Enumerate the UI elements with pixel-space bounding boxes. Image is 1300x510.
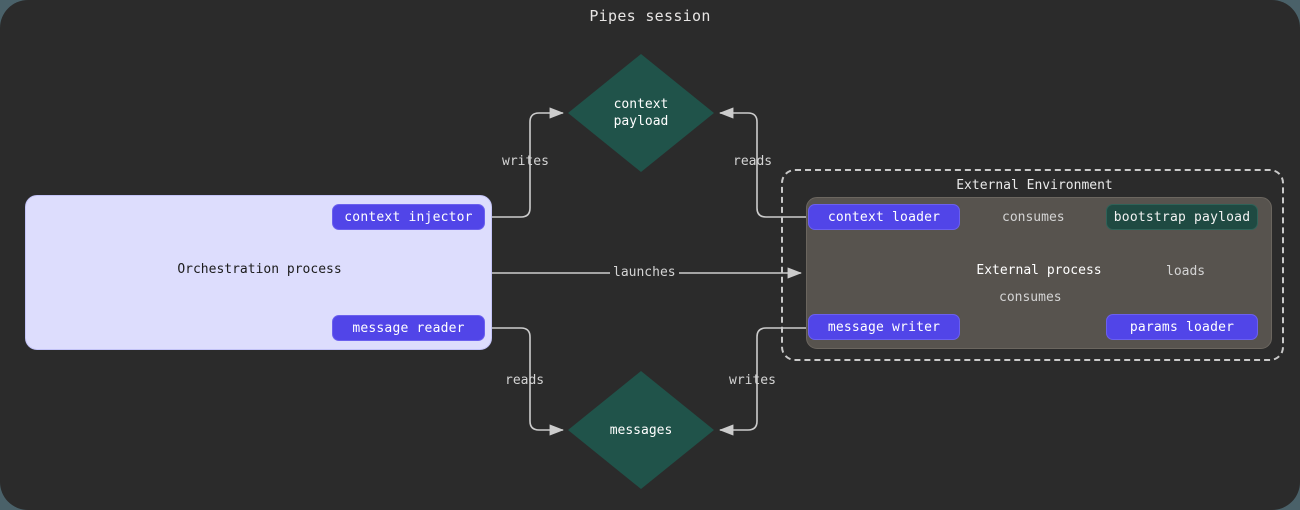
- edge-label-launches: launches: [610, 265, 679, 280]
- node-context-payload-label-line1: context: [613, 97, 669, 112]
- node-messages-label: messages: [568, 371, 714, 489]
- node-context-payload[interactable]: context payload: [568, 54, 714, 172]
- external-process-label: External process: [976, 263, 1102, 278]
- orchestration-process-label: Orchestration process: [177, 262, 342, 277]
- node-message-reader-label: message reader: [352, 320, 465, 336]
- edge-label-consumes-top: consumes: [998, 210, 1069, 225]
- node-context-injector[interactable]: context injector: [332, 204, 485, 230]
- external-environment-cluster: External Environment: [781, 169, 1284, 361]
- edge-label-consumes-bottom: consumes: [995, 290, 1066, 305]
- node-params-loader-label: params loader: [1129, 319, 1235, 335]
- node-messages-label-line1: messages: [609, 422, 673, 438]
- external-environment-label: External Environment: [956, 178, 1113, 193]
- node-message-writer-label: message writer: [827, 319, 941, 335]
- edge-label-reads-messages: reads: [505, 373, 545, 388]
- node-context-injector-label: context injector: [344, 209, 473, 225]
- node-messages[interactable]: messages: [568, 371, 714, 489]
- edge-label-writes-messages: writes: [729, 373, 776, 388]
- page-title: Pipes session: [589, 7, 711, 25]
- node-message-reader[interactable]: message reader: [332, 315, 485, 341]
- node-context-payload-label-line2: payload: [613, 114, 669, 129]
- node-context-payload-label: context payload: [568, 54, 714, 172]
- node-context-loader-label: context loader: [827, 209, 941, 225]
- edge-label-loads: loads: [1162, 264, 1210, 279]
- node-message-writer[interactable]: message writer: [808, 314, 960, 340]
- node-bootstrap-payload-label: bootstrap payload: [1113, 209, 1251, 225]
- node-params-loader[interactable]: params loader: [1106, 314, 1258, 340]
- edge-label-writes-context: writes: [502, 154, 549, 169]
- edge-label-reads-context: reads: [733, 154, 773, 169]
- node-bootstrap-payload[interactable]: bootstrap payload: [1106, 204, 1258, 230]
- node-context-loader[interactable]: context loader: [808, 204, 960, 230]
